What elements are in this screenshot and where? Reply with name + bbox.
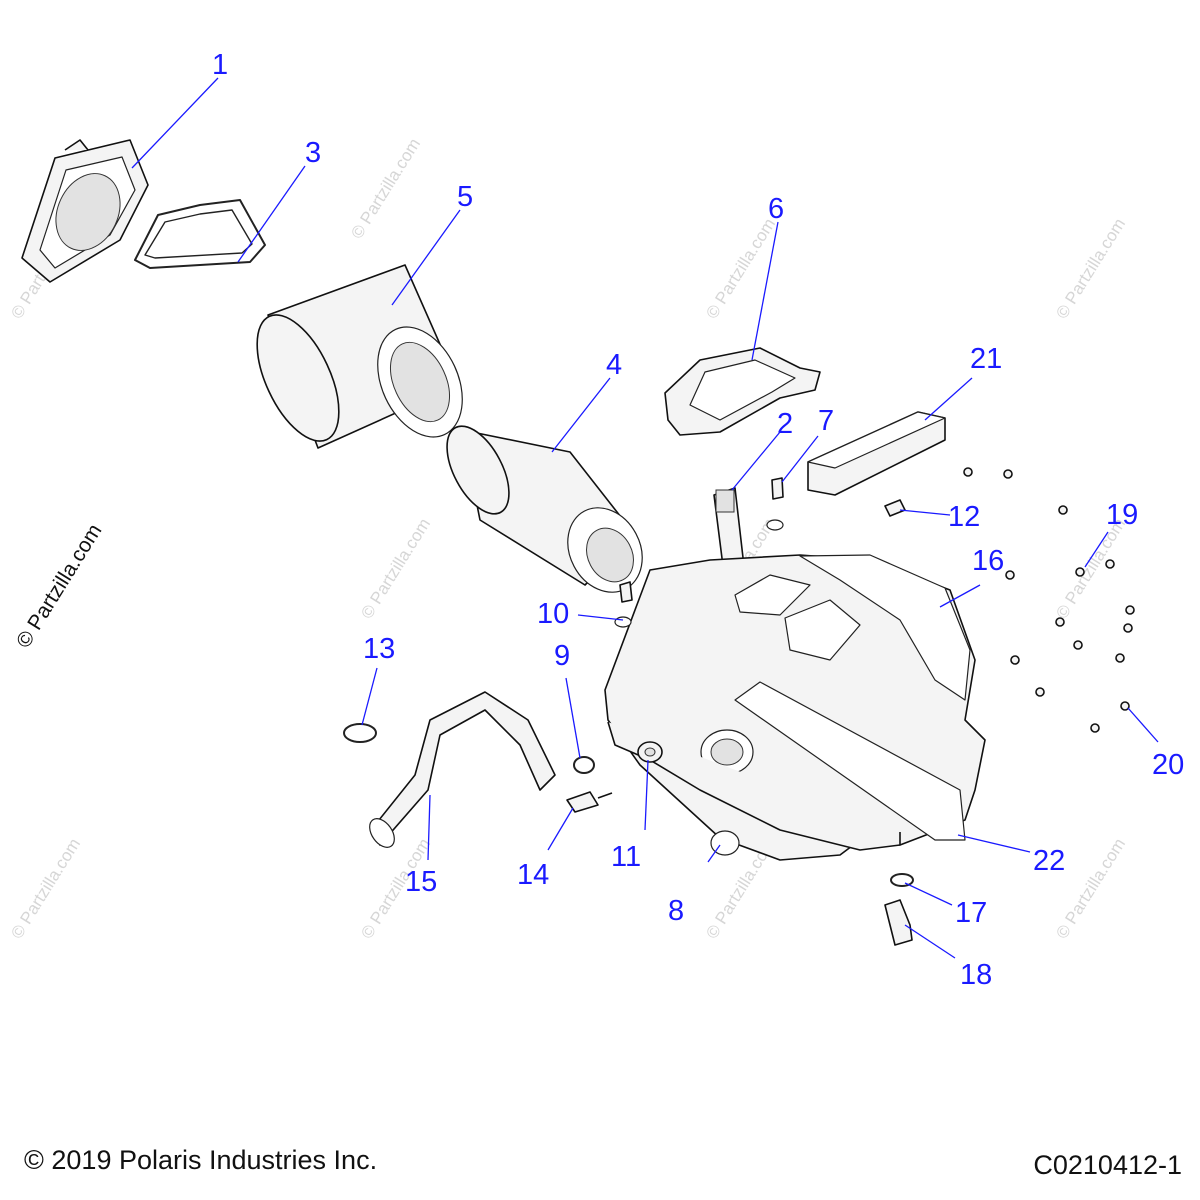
- watermark: © Partzilla.com: [347, 135, 424, 242]
- small-parts: [566, 741, 740, 856]
- watermark: © Partzilla.com: [702, 215, 779, 322]
- callout-21: 21: [970, 343, 1002, 375]
- part-21-foam-block: [807, 411, 946, 496]
- callout-1: 1: [212, 49, 228, 81]
- part-15-hose: [369, 691, 556, 848]
- callout-20: 20: [1152, 749, 1184, 781]
- callout-8: 8: [668, 895, 684, 927]
- callout-12: 12: [948, 501, 980, 533]
- watermark: © Partzilla.com: [7, 835, 84, 942]
- part-13-clamp: [343, 723, 377, 743]
- callout-2: 2: [777, 408, 793, 440]
- watermark: © Partzilla.com: [357, 515, 434, 622]
- callout-3: 3: [305, 137, 321, 169]
- part-6-cover-plate: [664, 347, 821, 436]
- diagram-code: C0210412-1: [1033, 1150, 1182, 1180]
- part-1-intake-cover: [21, 139, 149, 283]
- callout-18: 18: [960, 959, 992, 991]
- callout-9: 9: [554, 640, 570, 672]
- callout-22: 22: [1033, 845, 1065, 877]
- callout-19: 19: [1106, 499, 1138, 531]
- part-3-seal: [134, 199, 266, 269]
- part-16-airbox: [604, 554, 986, 861]
- callout-4: 4: [606, 349, 622, 381]
- callout-7: 7: [818, 405, 834, 437]
- callout-17: 17: [955, 897, 987, 929]
- copyright-notice: © 2019 Polaris Industries Inc.: [24, 1145, 378, 1175]
- callout-11: 11: [611, 841, 641, 873]
- callout-15: 15: [405, 866, 437, 898]
- callout-labels: 1 2 3 4 5 6 7 8 9 10 11 12 13 14 15 16 1…: [212, 49, 1184, 991]
- callout-13: 13: [363, 633, 395, 665]
- part-17-18-drain: [884, 873, 914, 946]
- callout-16: 16: [972, 545, 1004, 577]
- leader-lines: [131, 77, 1159, 959]
- callout-14: 14: [517, 859, 549, 891]
- watermark: © Partzilla.com: [1052, 215, 1129, 322]
- part-4-filter-inner: [446, 425, 643, 593]
- callout-5: 5: [457, 181, 473, 213]
- callout-6: 6: [768, 193, 784, 225]
- part-5-filter-outer: [256, 264, 463, 449]
- callout-10: 10: [537, 598, 569, 630]
